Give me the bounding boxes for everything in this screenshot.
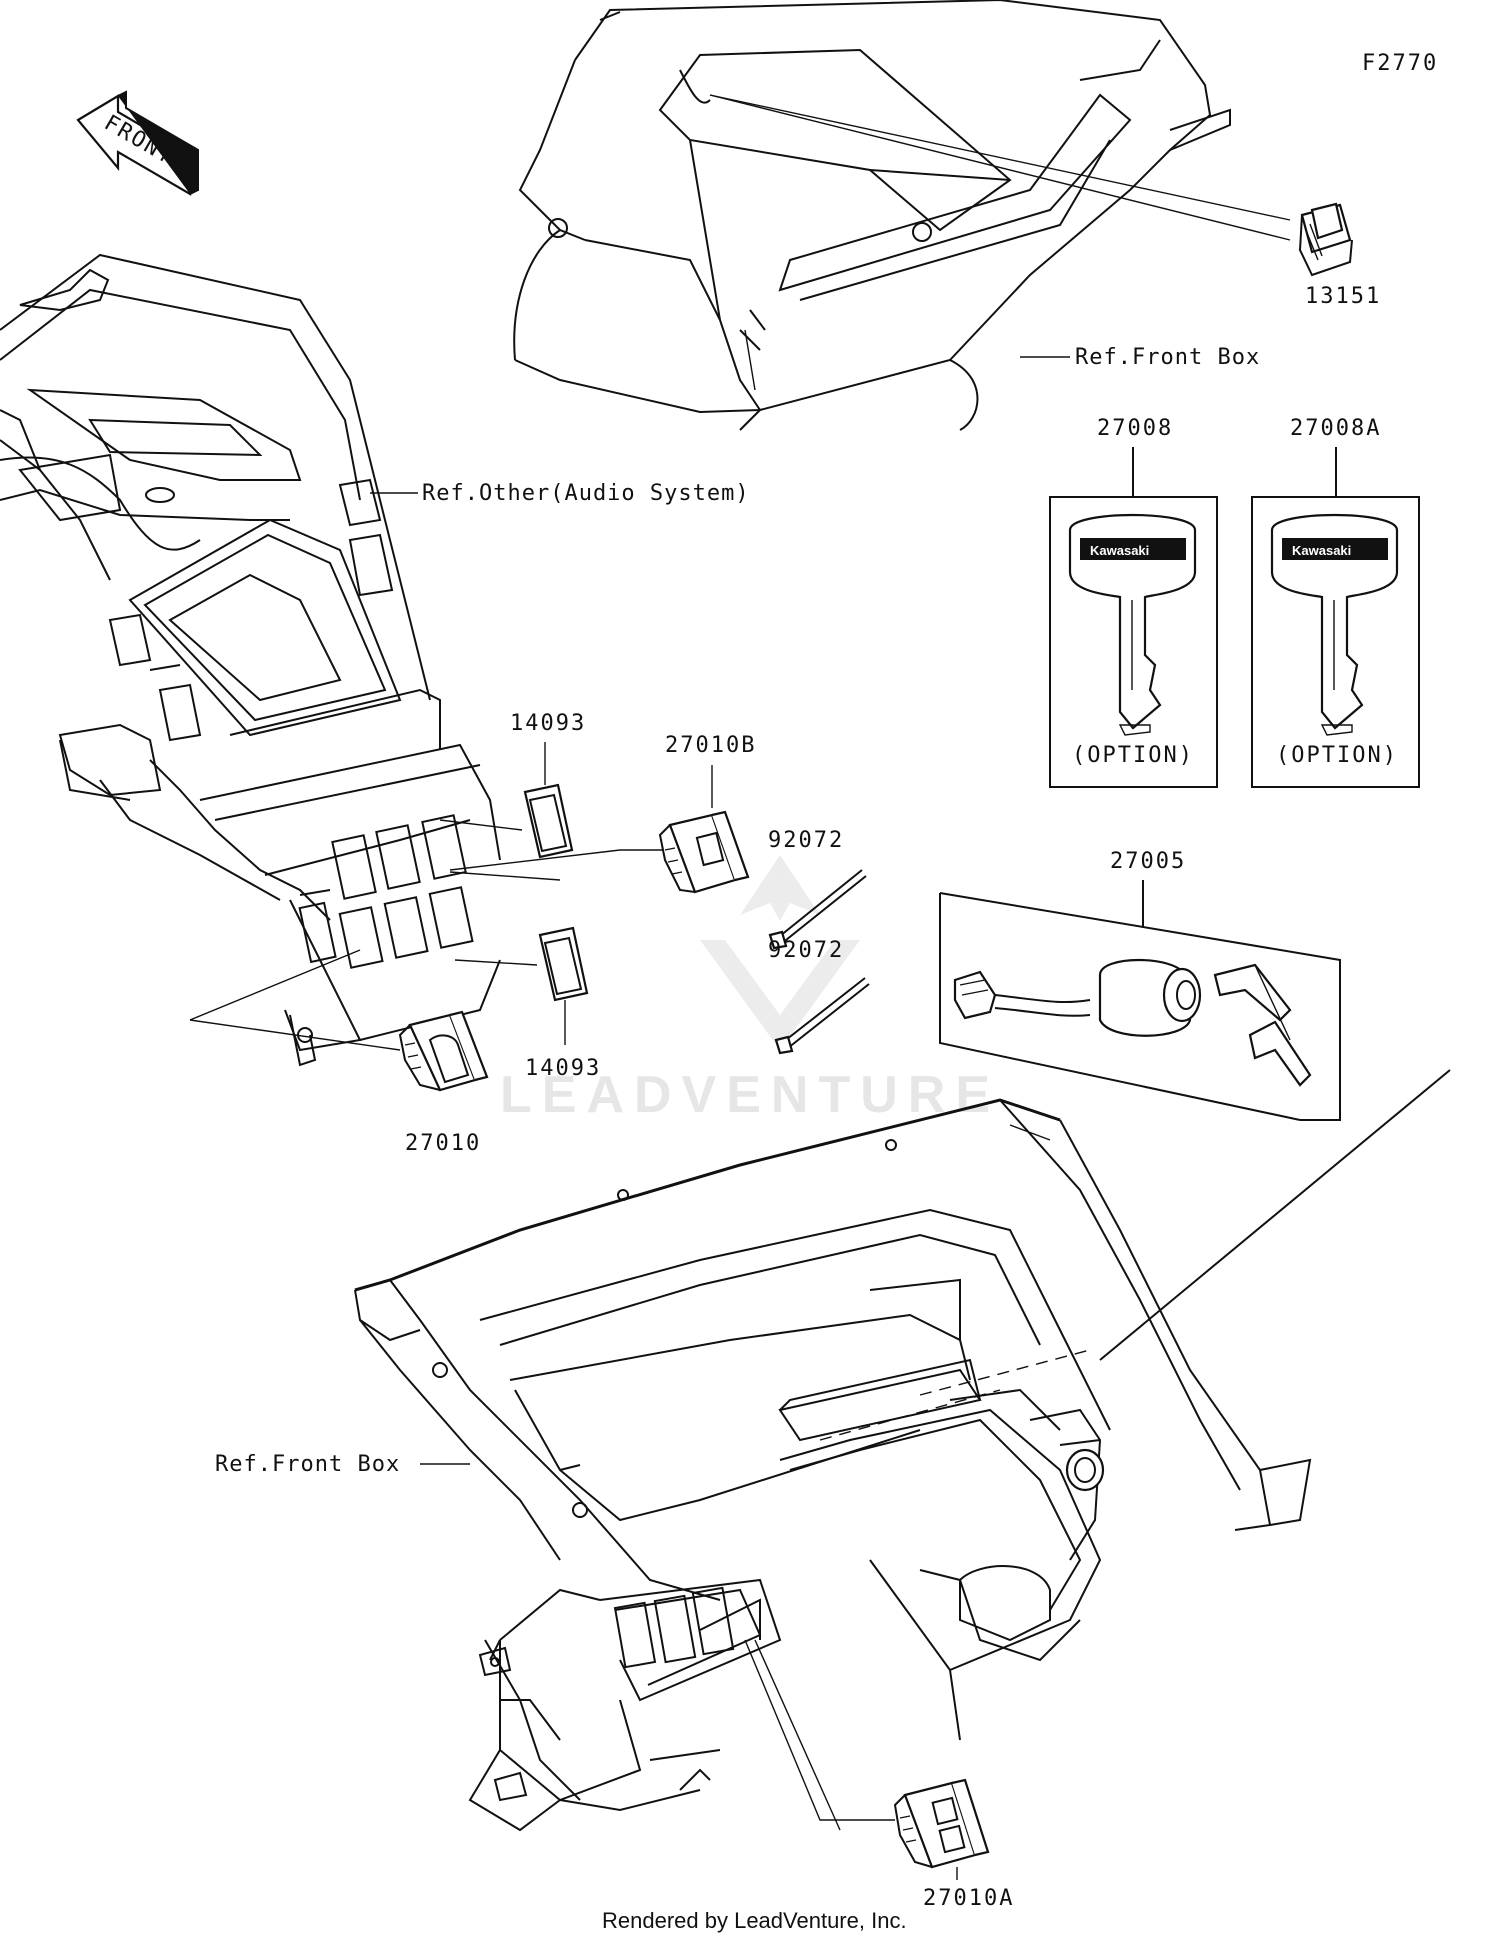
ref-audio-system: Ref.Other(Audio System) bbox=[422, 481, 750, 506]
part-number-27008: 27008 bbox=[1097, 416, 1173, 441]
part-number-92072-top: 92072 bbox=[768, 828, 844, 853]
front-box-bottom-illustration bbox=[354, 1069, 1451, 1832]
part-number-13151: 13151 bbox=[1305, 284, 1381, 309]
band-92072-top: 92072 bbox=[768, 828, 867, 950]
part-number-92072-bottom: 92072 bbox=[768, 938, 844, 963]
key-27008A: 27008A Kawasaki (OPTION) bbox=[1251, 416, 1420, 788]
ref-front-box-top: Ref.Front Box bbox=[1075, 345, 1260, 370]
part-number-27010: 27010 bbox=[405, 1131, 481, 1156]
leadventure-watermark: LEADVENTURE bbox=[500, 855, 1000, 1124]
watermark-text: LEADVENTURE bbox=[500, 1066, 1000, 1124]
part-number-27008A: 27008A bbox=[1290, 416, 1381, 441]
ignition-switch-27005: 27005 bbox=[939, 849, 1341, 1121]
part-number-14093-top: 14093 bbox=[510, 711, 586, 736]
front-arrow-icon: FRONT bbox=[76, 90, 199, 196]
switch-cover-14093-top: 14093 bbox=[439, 711, 586, 859]
key-brand-27008A: Kawasaki bbox=[1292, 543, 1351, 558]
key-27008: 27008 Kawasaki (OPTION) bbox=[1049, 416, 1218, 788]
power-outlet-13151: 13151 bbox=[709, 94, 1381, 309]
option-label-27008A: (OPTION) bbox=[1276, 743, 1398, 768]
part-number-27010A: 27010A bbox=[923, 1886, 1014, 1911]
rocker-switch-27010A: 27010A bbox=[744, 1639, 1014, 1911]
footer-credit: Rendered by LeadVenture, Inc. bbox=[602, 1908, 907, 1933]
front-box-top-illustration bbox=[513, 0, 1231, 431]
option-label-27008: (OPTION) bbox=[1072, 743, 1194, 768]
rocker-switch-27010B: 27010B bbox=[449, 733, 756, 894]
part-number-27010B: 27010B bbox=[665, 733, 756, 758]
key-brand-27008: Kawasaki bbox=[1090, 543, 1149, 558]
ref-front-box-bottom: Ref.Front Box bbox=[215, 1452, 400, 1477]
band-92072-bottom: 92072 bbox=[768, 938, 870, 1055]
diagram-code: F2770 bbox=[1362, 51, 1438, 76]
dash-panel-illustration bbox=[0, 253, 501, 1067]
rocker-switch-27010: 27010 bbox=[189, 949, 489, 1156]
part-number-14093-bottom: 14093 bbox=[525, 1056, 601, 1081]
part-number-27005: 27005 bbox=[1110, 849, 1186, 874]
switch-cover-14093-bottom: 14093 bbox=[454, 926, 601, 1081]
